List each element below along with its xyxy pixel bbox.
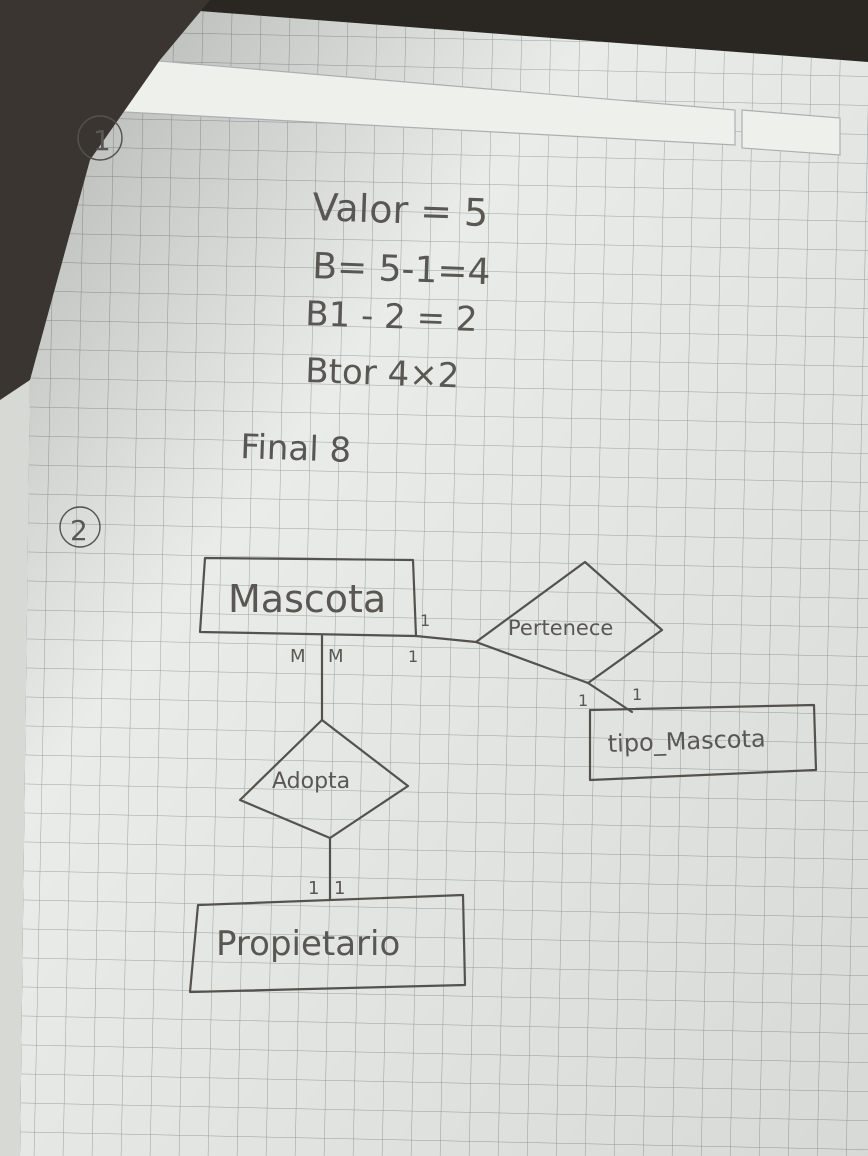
- entity-propietario-box: [188, 893, 467, 994]
- link-pertenece-tipo: [586, 681, 634, 714]
- card-mascota-left-a: M: [290, 646, 306, 667]
- card-mascota-right-bottom: 1: [408, 647, 418, 666]
- entity-propietario-label: Propietario: [216, 924, 400, 964]
- relationship-pertenece-diamond: [474, 560, 664, 685]
- entity-mascota-label: Mascota: [228, 577, 386, 621]
- card-propietario-b: 1: [334, 878, 345, 899]
- calc-line-3: B1 - 2 = 2: [305, 294, 479, 340]
- relationship-adopta-diamond: [238, 718, 410, 840]
- entity-tipo-mascota-label: tipo_Mascota: [607, 725, 766, 758]
- calc-line-4: Btor 4×2: [305, 351, 460, 396]
- link-mascota-pertenece: [414, 634, 478, 644]
- card-propietario-a: 1: [308, 878, 319, 899]
- calc-line-2: B= 5-1=4: [312, 246, 491, 293]
- card-tipo-left: 1: [578, 691, 588, 710]
- section-1-number-circle: [77, 115, 123, 161]
- card-mascota-right-top: 1: [420, 611, 430, 630]
- relationship-pertenece-label: Pertenece: [508, 616, 613, 640]
- section-2-number-circle: [59, 506, 101, 548]
- relationship-adopta-label: Adopta: [272, 769, 350, 794]
- section-2-number: 2: [70, 514, 88, 547]
- section-2: 2 Mascota Pertenece tipo_Mascota Adopta …: [59, 506, 818, 994]
- entity-tipo-mascota-box: [588, 703, 818, 782]
- card-tipo-right: 1: [632, 685, 642, 704]
- calc-line-1: Valor = 5: [312, 185, 489, 235]
- section-1: 1 Valor = 5 B= 5-1=4 B1 - 2 = 2 Btor 4×2…: [77, 115, 491, 471]
- card-mascota-left-b: M: [328, 646, 344, 667]
- final-result: Final 8: [240, 427, 352, 471]
- section-1-number: 1: [93, 124, 111, 157]
